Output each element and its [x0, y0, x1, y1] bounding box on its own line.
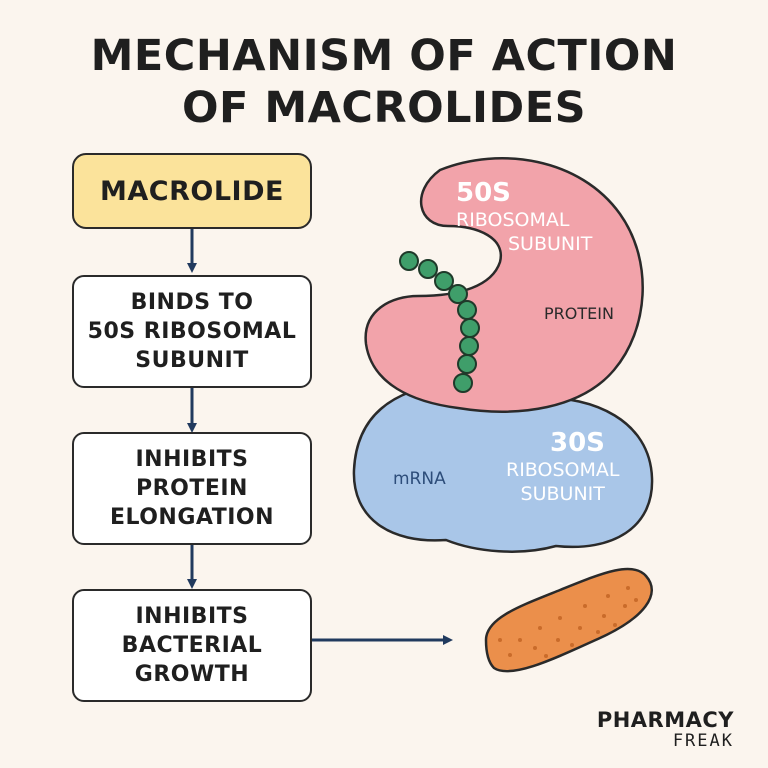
macrolide-box: MACROLIDE — [72, 153, 312, 229]
step-binds-line-2: 50S RIBOSOMAL — [87, 319, 297, 344]
brand-line-2: FREAK — [672, 731, 734, 751]
brand-logo: PHARMACY FREAK — [597, 709, 734, 751]
subunit-50s-line-1: RIBOSOMAL — [456, 209, 570, 231]
brand-line-1: PHARMACY — [596, 708, 734, 732]
step-growth-box: INHIBITS BACTERIAL GROWTH — [72, 589, 312, 702]
page-title: MECHANISM OF ACTION OF MACROLIDES — [0, 30, 768, 134]
step-binds-box: BINDS TO 50S RIBOSOMAL SUBUNIT — [72, 275, 312, 388]
subunit-50s-line-2: SUBUNIT — [508, 233, 593, 255]
step-growth-line-2: BACTERIAL — [121, 633, 263, 658]
subunit-30s-line-1: RIBOSOMAL — [506, 459, 620, 481]
subunit-30s-label: 30S RIBOSOMAL SUBUNIT — [506, 428, 619, 506]
bacterium-icon — [484, 567, 653, 673]
flow-arrows — [187, 228, 453, 645]
step-binds-line-1: BINDS TO — [130, 290, 254, 315]
mrna-label: mRNA — [393, 469, 446, 489]
step-binds-line-3: SUBUNIT — [135, 348, 249, 373]
macrolide-label: MACROLIDE — [100, 175, 284, 207]
subunit-30s-line-2: SUBUNIT — [520, 483, 605, 505]
step-growth-line-3: GROWTH — [134, 662, 250, 687]
title-line-2: OF MACROLIDES — [181, 83, 587, 133]
title-line-1: MECHANISM OF ACTION — [90, 31, 678, 81]
subunit-50s-name: 50S — [456, 178, 511, 208]
step-growth-line-1: INHIBITS — [135, 604, 249, 629]
step-elongation-line-3: ELONGATION — [109, 505, 275, 530]
protein-chain — [399, 251, 480, 393]
subunit-30s-name: 30S — [550, 428, 605, 458]
protein-label: PROTEIN — [544, 304, 614, 323]
step-elongation-line-1: INHIBITS — [135, 447, 249, 472]
step-elongation-line-2: PROTEIN — [136, 476, 248, 501]
subunit-50s-label: 50S RIBOSOMAL SUBUNIT — [456, 178, 592, 256]
subunit-50s-shape — [364, 157, 644, 413]
step-elongation-box: INHIBITS PROTEIN ELONGATION — [72, 432, 312, 545]
